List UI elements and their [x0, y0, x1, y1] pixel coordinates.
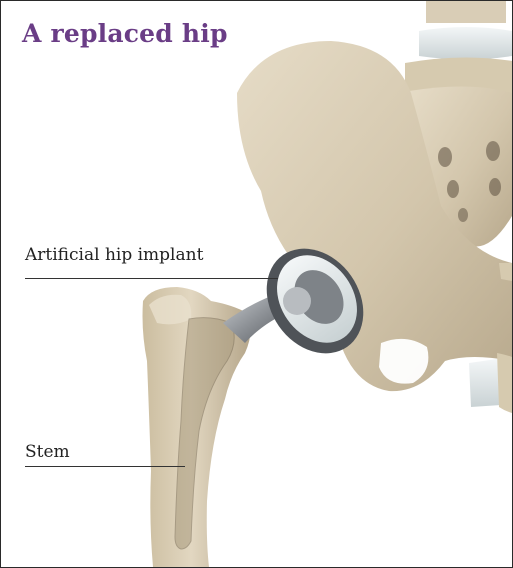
label-artificial-hip-implant: Artificial hip implant — [25, 245, 203, 265]
label-stem: Stem — [25, 442, 70, 462]
leader-line-implant — [25, 278, 278, 279]
vertebra — [405, 1, 512, 96]
leader-line-stem — [25, 466, 185, 467]
figure-title: A replaced hip — [22, 19, 228, 48]
